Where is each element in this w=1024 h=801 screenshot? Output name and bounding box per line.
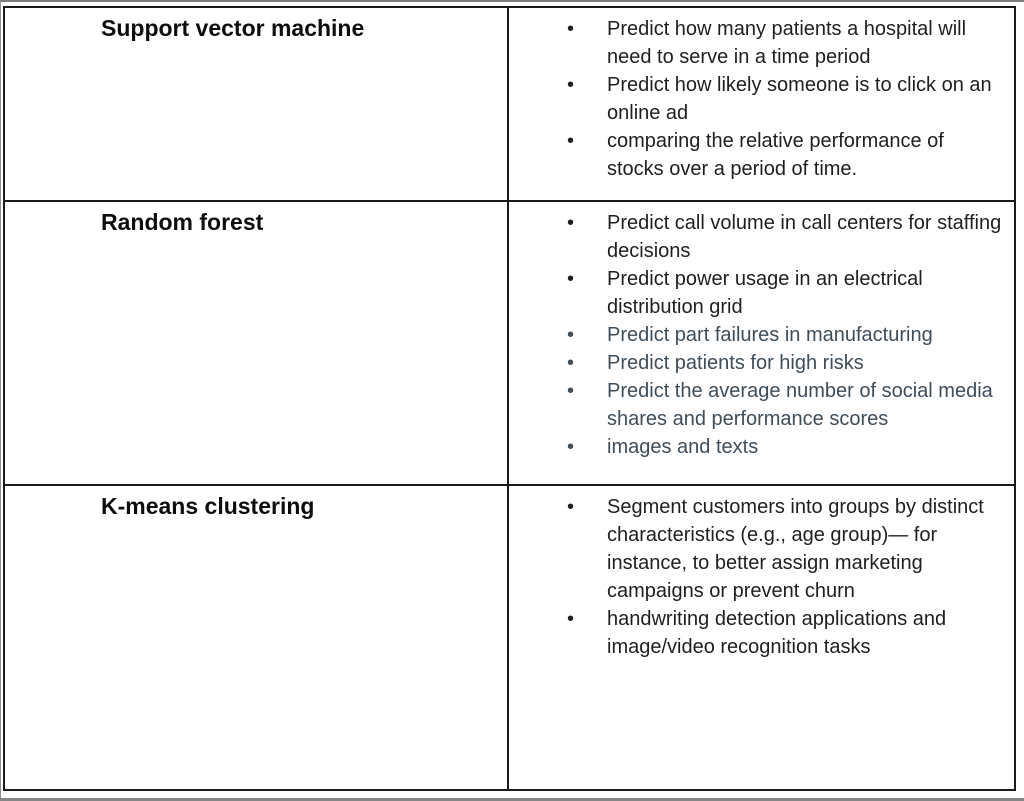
algorithm-name: Random forest xyxy=(101,209,264,235)
use-case-text: Predict patients for high risks xyxy=(607,352,864,374)
use-case-text: comparing the relative performance of st… xyxy=(607,130,944,180)
ml-use-cases-table: Support vector machine • Predict how man… xyxy=(3,6,1016,791)
use-case-item: • Predict part failures in manufacturing xyxy=(567,321,1006,349)
use-case-text: images and texts xyxy=(607,436,759,458)
table-row: Support vector machine • Predict how man… xyxy=(3,6,1016,202)
use-case-text: Predict how many patients a hospital wil… xyxy=(607,18,967,68)
bullet-marker-icon: • xyxy=(567,608,575,630)
use-case-item: • comparing the relative performance of … xyxy=(567,127,1006,183)
table-row: K-means clustering • Segment customers i… xyxy=(3,484,1016,791)
use-case-text: Predict part failures in manufacturing xyxy=(607,324,933,346)
use-case-list: • Segment customers into groups by disti… xyxy=(509,486,1014,661)
bullet-marker-icon: • xyxy=(567,212,575,234)
use-cases-cell: • Predict call volume in call centers fo… xyxy=(507,200,1016,486)
crop-edge-top xyxy=(0,0,1024,2)
use-case-item: • Predict how likely someone is to click… xyxy=(567,71,1006,127)
bullet-marker-icon: • xyxy=(567,352,575,374)
crop-edge-left xyxy=(0,0,1,801)
use-case-item: • Segment customers into groups by disti… xyxy=(567,493,1006,605)
algorithm-cell: Support vector machine xyxy=(3,6,509,202)
bullet-marker-icon: • xyxy=(567,130,575,152)
use-case-text: Predict call volume in call centers for … xyxy=(607,212,1002,262)
bullet-marker-icon: • xyxy=(567,18,575,40)
use-case-list: • Predict how many patients a hospital w… xyxy=(509,8,1014,183)
use-case-item: • images and texts xyxy=(567,433,1006,461)
use-case-item: • Predict patients for high risks xyxy=(567,349,1006,377)
bullet-marker-icon: • xyxy=(567,74,575,96)
use-case-item: • Predict the average number of social m… xyxy=(567,377,1006,433)
use-case-text: handwriting detection applications and i… xyxy=(607,608,947,658)
algorithm-name: K-means clustering xyxy=(101,493,315,519)
use-case-list: • Predict call volume in call centers fo… xyxy=(509,202,1014,461)
use-case-text: Segment customers into groups by distinc… xyxy=(607,496,984,602)
table-body: Support vector machine • Predict how man… xyxy=(3,6,1016,791)
use-case-item: • handwriting detection applications and… xyxy=(567,605,1006,661)
bullet-marker-icon: • xyxy=(567,436,575,458)
algorithm-cell: K-means clustering xyxy=(3,484,509,791)
bullet-marker-icon: • xyxy=(567,324,575,346)
use-cases-cell: • Predict how many patients a hospital w… xyxy=(507,6,1016,202)
use-case-item: • Predict power usage in an electrical d… xyxy=(567,265,1006,321)
table-row: Random forest • Predict call volume in c… xyxy=(3,200,1016,486)
use-case-item: • Predict call volume in call centers fo… xyxy=(567,209,1006,265)
use-case-item: • Predict how many patients a hospital w… xyxy=(567,15,1006,71)
bullet-marker-icon: • xyxy=(567,496,575,518)
use-case-text: Predict power usage in an electrical dis… xyxy=(607,268,923,318)
crop-edge-bottom xyxy=(0,798,1024,801)
use-case-text: Predict how likely someone is to click o… xyxy=(607,74,992,124)
use-case-text: Predict the average number of social med… xyxy=(607,380,993,430)
bullet-marker-icon: • xyxy=(567,268,575,290)
bullet-marker-icon: • xyxy=(567,380,575,402)
algorithm-cell: Random forest xyxy=(3,200,509,486)
algorithm-name: Support vector machine xyxy=(101,15,365,41)
use-cases-cell: • Segment customers into groups by disti… xyxy=(507,484,1016,791)
